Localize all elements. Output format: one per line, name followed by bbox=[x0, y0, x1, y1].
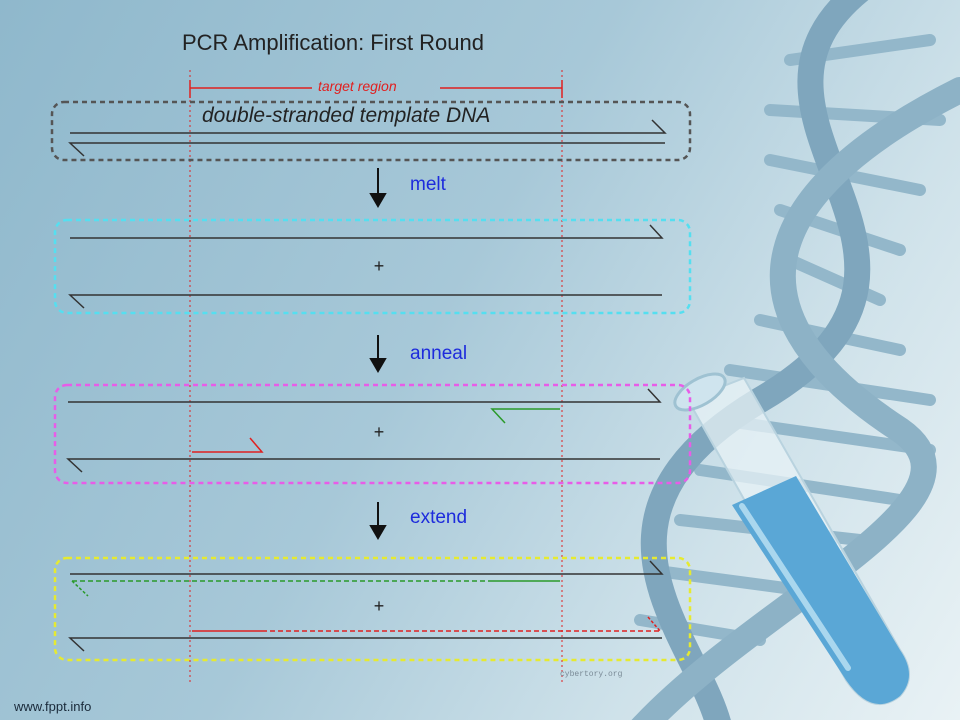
extend-forward-product bbox=[192, 616, 661, 632]
dna-rung bbox=[644, 564, 806, 596]
page-title: PCR Amplification: First Round bbox=[182, 30, 484, 55]
target-region-bracket bbox=[189, 80, 563, 98]
extend-plus-sign: + bbox=[373, 596, 385, 616]
melt-arrow-icon bbox=[369, 168, 387, 208]
anneal-strands bbox=[66, 388, 662, 473]
template-box bbox=[50, 100, 692, 162]
footer-url: www.fppt.info bbox=[14, 699, 92, 714]
extend-strands bbox=[68, 560, 664, 652]
melt-box bbox=[53, 218, 692, 315]
extend-reverse-product bbox=[71, 580, 560, 597]
anneal-box bbox=[53, 383, 692, 485]
melt-strands bbox=[68, 224, 664, 309]
extend-arrow-icon bbox=[369, 502, 387, 540]
melt-plus-sign: + bbox=[373, 256, 385, 276]
anneal-forward-primer bbox=[192, 437, 264, 453]
template-strands bbox=[68, 119, 667, 157]
target-region-label: target region bbox=[318, 78, 397, 94]
step-anneal-label: anneal bbox=[410, 343, 468, 364]
step-melt-label: melt bbox=[410, 174, 446, 195]
template-dna-label: double-stranded template DNA bbox=[202, 104, 491, 127]
anneal-plus-sign: + bbox=[373, 422, 385, 442]
test-tube-icon bbox=[673, 372, 910, 705]
anneal-arrow-icon bbox=[369, 335, 387, 373]
anneal-reverse-primer bbox=[490, 408, 560, 424]
dna-backbone-a bbox=[640, 0, 871, 720]
step-extend-label: extend bbox=[410, 507, 468, 528]
extend-box bbox=[53, 556, 692, 662]
dna-backbone-b bbox=[631, 77, 960, 720]
watermark: cybertory.org bbox=[560, 670, 623, 679]
